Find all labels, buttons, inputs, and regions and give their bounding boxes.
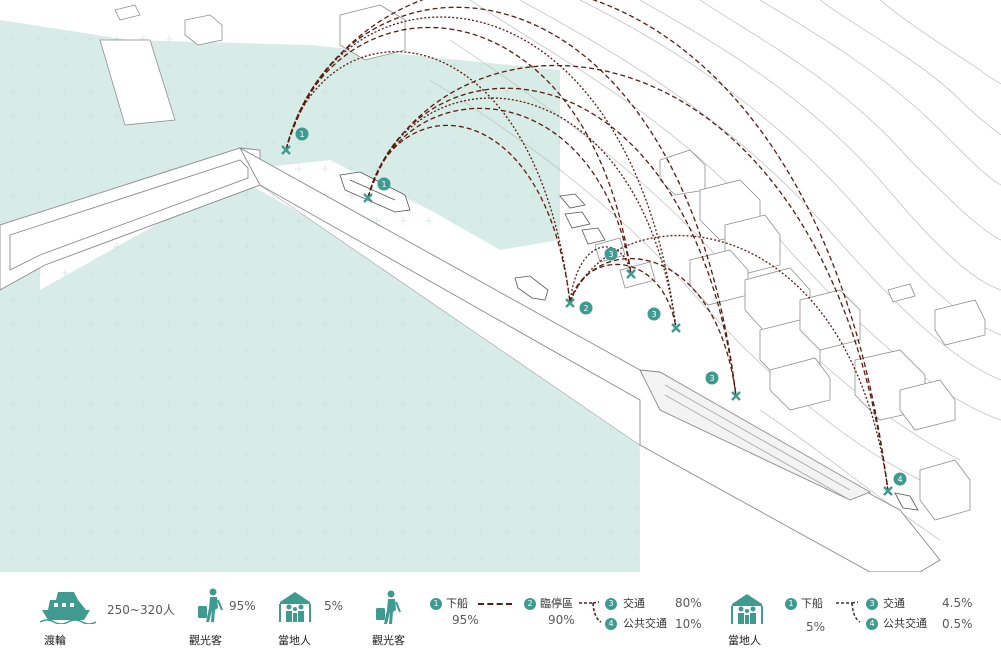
stop-marker-4 (626, 269, 636, 279)
route-arc (569, 246, 632, 304)
stop-badge (893, 472, 907, 486)
local-pct: 5% (324, 599, 344, 613)
stop-badge (295, 127, 309, 141)
local-step4-pct: 0.5% (942, 617, 973, 631)
step-badge-1: 1 (430, 598, 442, 610)
local-people-icon (731, 594, 763, 624)
local-step-badge-1: 1 (785, 598, 797, 610)
route-arc (569, 257, 737, 397)
step4-pct: 10% (675, 617, 702, 631)
stop-markers: 1 1 2 3 3 3 4 (281, 127, 907, 496)
stop-badge (377, 177, 391, 191)
local-step3-pct: 4.5% (942, 596, 973, 610)
route-arc (285, 51, 571, 304)
tourist-icon (376, 590, 401, 624)
stop-badge-number: 3 (709, 374, 714, 383)
legend: 250~320人 渡輪 95% 觀光客 5% 當地人 觀光客 1 下船 95% … (0, 572, 1001, 667)
local-step3-label: 交通 (883, 597, 905, 610)
step3-label: 交通 (623, 597, 645, 610)
route-arc (367, 87, 737, 397)
step1-pct: 95% (452, 613, 479, 627)
flow-tourist-label: 觀光客 (372, 634, 405, 647)
step2-label: 臨停區 (540, 597, 573, 610)
route-arc (367, 64, 889, 492)
step2-pct: 90% (548, 613, 575, 627)
step-badge-2: 2 (524, 598, 536, 610)
route-arc (285, 0, 889, 492)
buildings (99, 4, 986, 521)
stop-badge (579, 301, 593, 315)
ferry-count: 250~320人 (107, 603, 175, 617)
route-arcs (285, 0, 889, 492)
stop-marker-6 (731, 391, 741, 401)
local-step-badge-4: 4 (866, 618, 878, 630)
ferry-icon (40, 592, 96, 624)
ferry-label: 渡輪 (44, 634, 66, 647)
branch-arrow (579, 601, 602, 623)
stop-marker-2 (363, 193, 373, 203)
breakwater (0, 146, 941, 572)
step1-label: 下船 (446, 597, 468, 610)
local-people-icon (279, 592, 311, 622)
harbor-diagram: 1 1 2 3 3 3 4 (0, 0, 1001, 572)
stop-badge-number: 1 (381, 180, 386, 189)
stop-badge (647, 307, 661, 321)
step-badge-4: 4 (605, 618, 617, 630)
stop-badge-number: 3 (651, 310, 656, 319)
stop-marker-7 (883, 486, 893, 496)
stop-badge-number: 2 (583, 304, 588, 313)
local-step1-label: 下船 (801, 597, 823, 610)
local-step-badge-3: 3 (866, 598, 878, 610)
stop-marker-5 (671, 323, 681, 333)
stop-badge (604, 247, 618, 261)
stop-badge-number: 4 (897, 475, 902, 484)
step-badge-3: 3 (605, 598, 617, 610)
route-arc (569, 234, 889, 492)
stop-badge (705, 371, 719, 385)
flow-local-label: 當地人 (728, 634, 761, 647)
stop-badge-number: 3 (608, 250, 613, 259)
stop-badge-number: 1 (299, 130, 304, 139)
local-step1-pct: 5% (806, 620, 826, 634)
local-step4-label: 公共交通 (883, 617, 927, 630)
step3-pct: 80% (675, 596, 702, 610)
stop-marker-3 (565, 298, 575, 308)
tourist-icon (198, 588, 223, 622)
branch-arrow (836, 601, 861, 623)
route-arc (367, 107, 632, 275)
stop-marker-1 (281, 145, 291, 155)
step4-label: 公共交通 (623, 617, 667, 630)
tourist-label: 觀光客 (189, 634, 222, 647)
ferry-boats (339, 171, 919, 511)
tourist-pct: 95% (229, 599, 256, 613)
flow-arrow (478, 603, 512, 605)
local-label: 當地人 (278, 634, 311, 647)
